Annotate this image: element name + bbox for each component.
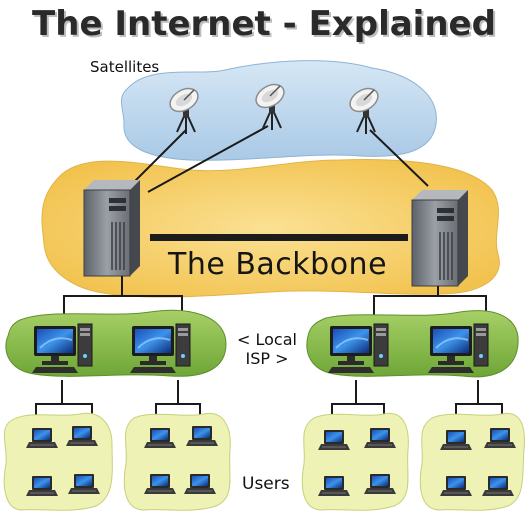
local-isp-label: < Local ISP > [218,330,316,368]
backbone-bar [150,234,408,241]
server-tower-icon [411,189,469,287]
backbone-to-isp-links [63,276,487,322]
user-cloud-1 [3,412,113,511]
satellite-cloud [120,60,437,161]
backbone-label: The Backbone [168,247,388,282]
server-tower-icon [83,179,141,277]
backbone-cloud [41,159,500,298]
satellites-label: Satellites [90,58,160,76]
users-label: Users [242,474,290,494]
local-isp-label-line2: ISP > [245,349,289,368]
page-title: The Internet - Explained [32,4,496,44]
isp-to-user-links [35,380,503,420]
user-cloud-2 [123,412,231,511]
local-isp-label-line1: < Local [237,330,297,349]
